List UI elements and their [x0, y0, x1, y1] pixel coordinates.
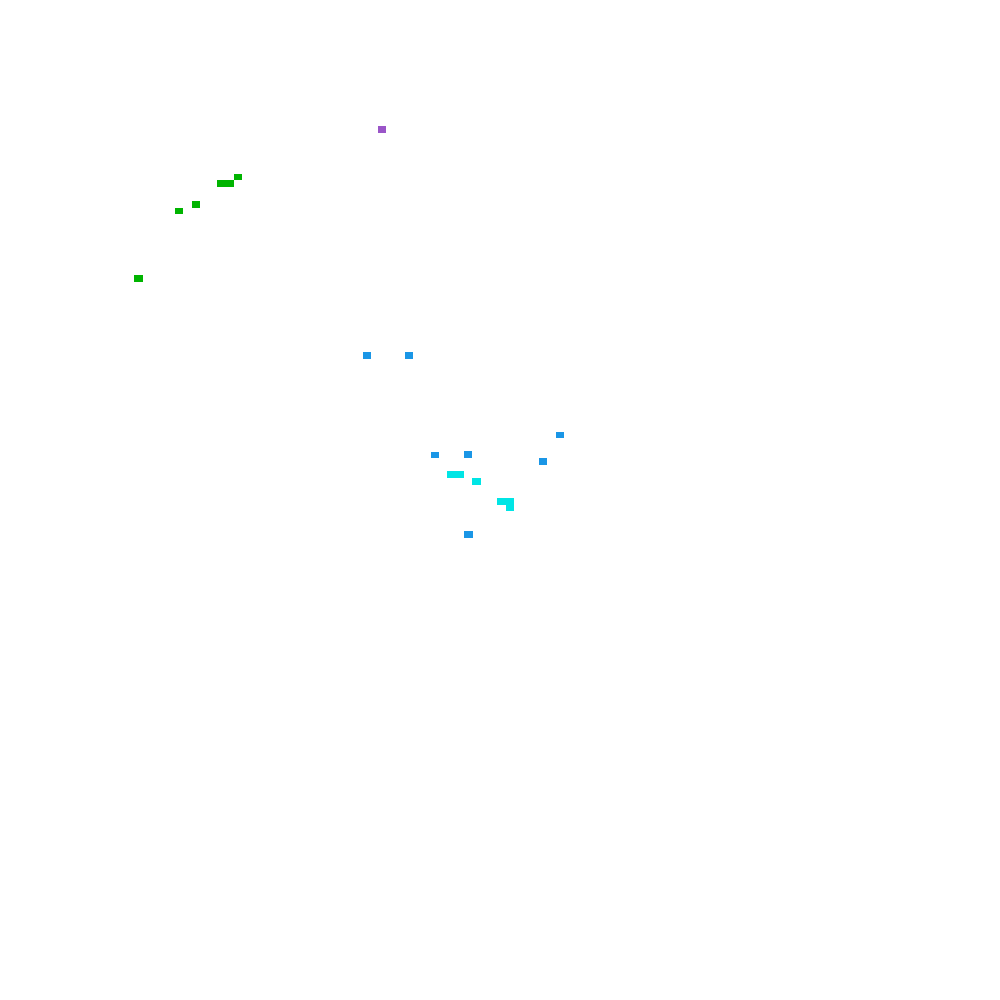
- cyan-mark-4: [506, 504, 514, 511]
- purple-mark-1: [378, 126, 386, 133]
- blue-mark-5: [464, 451, 472, 458]
- cyan-mark-2: [472, 478, 481, 485]
- blue-mark-1: [363, 352, 371, 359]
- blue-mark-4: [431, 452, 439, 458]
- cyan-mark-3: [497, 498, 514, 505]
- green-mark-1: [234, 174, 242, 180]
- blue-mark-2: [405, 352, 413, 359]
- green-mark-5: [134, 275, 143, 282]
- green-mark-4: [175, 208, 183, 214]
- cyan-mark-1: [447, 471, 464, 478]
- marks-layer: [134, 126, 564, 538]
- blue-mark-3: [556, 432, 564, 438]
- blue-mark-6: [539, 458, 547, 465]
- blue-mark-7: [464, 531, 473, 538]
- green-mark-3: [192, 201, 200, 208]
- green-mark-2: [217, 180, 234, 187]
